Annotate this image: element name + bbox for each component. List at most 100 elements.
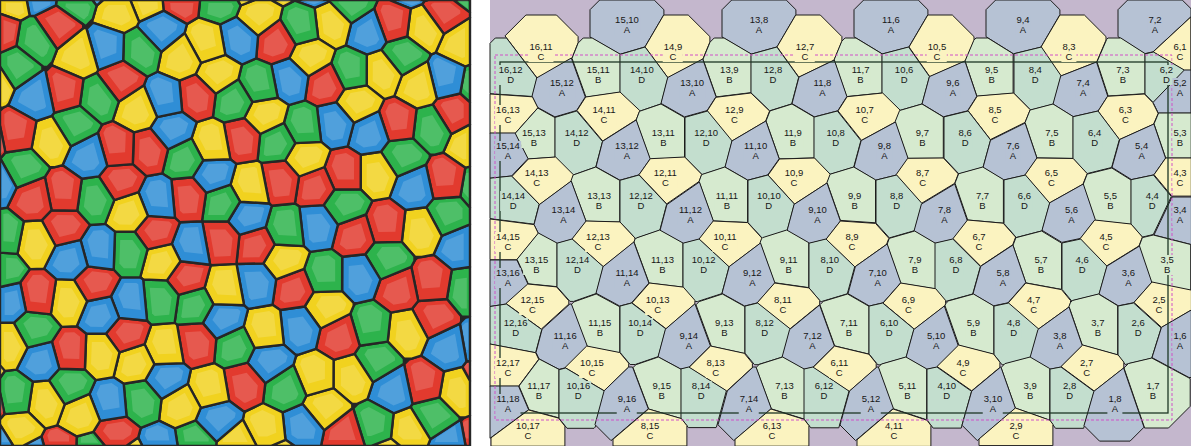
tile-type: A (1121, 278, 1136, 288)
tile-label: 16,11C (528, 42, 553, 62)
tile-label: 6,6D (1017, 191, 1032, 211)
tile-index: 16,12 (498, 65, 524, 75)
tile-gloss (253, 103, 280, 125)
tile-gloss (398, 415, 423, 439)
tile-index: 5,3 (1172, 128, 1187, 138)
rendered-tile (0, 67, 15, 108)
tile-type: A (867, 278, 888, 288)
tile-gloss (2, 77, 11, 102)
tile-index: 12,10 (693, 128, 719, 138)
tile-type: D (629, 75, 655, 85)
tile-type: B (966, 328, 981, 338)
tile-gloss (1, 398, 4, 415)
tile-index: 8,5 (987, 105, 1002, 115)
tile-type: D (754, 328, 775, 338)
tile-type: A (802, 341, 823, 351)
tile-index: 6,13 (762, 421, 783, 431)
tile-type: C (844, 242, 859, 252)
tile-index: 10,11 (712, 232, 737, 242)
tile-index: 3,10 (983, 394, 1004, 404)
tile-gloss (5, 290, 21, 315)
tile-label: 4,3C (1172, 168, 1187, 188)
tile-gloss (245, 65, 269, 92)
tile-type: B (847, 201, 862, 211)
dashed-frame (495, 55, 1172, 420)
tile-label: 4,5C (1098, 232, 1113, 252)
tile-type: D (1017, 201, 1032, 211)
tile-gloss (103, 422, 132, 440)
tile-label: 5,10A (926, 331, 947, 351)
tile-type: C (515, 431, 541, 441)
tile-type: D (1062, 391, 1077, 401)
tile-gloss (324, 111, 347, 141)
tile-type: B (1044, 138, 1059, 148)
tile-type: B (975, 201, 990, 211)
tile-label: 3,7B (1090, 318, 1105, 338)
tile-index: 9,7 (915, 128, 930, 138)
tile-label: 7,9B (907, 255, 922, 275)
tile-gloss (199, 124, 223, 151)
tile-gloss (155, 367, 183, 389)
tile-label: 3,6A (1121, 268, 1136, 288)
tile-index: 15,10 (614, 15, 640, 25)
tile-index: 8,8 (889, 191, 904, 201)
tile-index: 4,6 (1075, 255, 1090, 265)
tile-label: 12,11C (653, 168, 678, 188)
tile-label: 5,8A (995, 268, 1010, 288)
tile-type: C (915, 178, 930, 188)
tile-index: 13,10 (679, 78, 705, 88)
tile-index: 7,14 (739, 394, 760, 404)
tile-gloss (85, 304, 111, 327)
tile-index: 3,9 (1023, 381, 1038, 391)
tile-gloss (87, 230, 108, 258)
tile-type: D (825, 138, 846, 148)
tile-label: 10,5C (927, 42, 948, 62)
tile-gloss (272, 375, 299, 405)
tile-type: B (851, 75, 871, 85)
tile-label: 3,5B (1160, 255, 1175, 275)
tile-label: 12,17C (495, 358, 521, 378)
tile-label: 9,13B (714, 318, 735, 338)
tile-label: 8,6D (958, 128, 973, 148)
tile-type: D (894, 75, 915, 85)
tile-type: D (1028, 75, 1043, 85)
tile-label: 8,14D (691, 381, 712, 401)
tile-label: 8,5C (987, 105, 1002, 125)
tile-gloss (166, 43, 193, 72)
tile-label: 10,7C (854, 105, 875, 125)
tile-label: 9,4A (1015, 15, 1030, 35)
tile-gloss (6, 258, 24, 279)
tile-type: B (521, 138, 547, 148)
tile-type: A (1134, 151, 1149, 161)
tile-shape (490, 176, 539, 224)
tile-type: D (565, 265, 591, 275)
tile-type: A (881, 25, 901, 35)
tile-gloss (47, 429, 69, 442)
rendered-tile (0, 370, 33, 415)
tile-index: 4,5 (1098, 232, 1113, 242)
tile-index: 12,14 (565, 255, 591, 265)
tile-index: 1,6 (1172, 331, 1187, 341)
tile-gloss (228, 26, 252, 56)
tile-index: 14,13 (524, 168, 550, 178)
tile-type: A (1172, 88, 1187, 98)
tile-index: 6,7 (971, 232, 986, 242)
tile-type: C (1151, 305, 1166, 315)
tile-type: C (495, 115, 521, 125)
tile-label: 1,6A (1172, 331, 1187, 351)
tile-index: 7,3 (1115, 65, 1130, 75)
tile-gloss (94, 30, 117, 59)
tile-type: A (749, 25, 770, 35)
tile-index: 13,13 (586, 191, 612, 201)
tile-index: 15,14 (495, 141, 521, 151)
tile-gloss (16, 186, 44, 214)
tile-type: D (691, 391, 712, 401)
tile-label: 4,7C (1026, 295, 1041, 315)
tile-label: 6,12D (814, 381, 835, 401)
tile-gloss (116, 322, 144, 343)
tile-index: 11,7 (851, 65, 871, 75)
tile-index: 4,7 (1026, 295, 1041, 305)
tile-label: 5,12A (861, 394, 882, 414)
tile-label: 15,14A (495, 141, 521, 161)
tile-gloss (381, 5, 404, 31)
